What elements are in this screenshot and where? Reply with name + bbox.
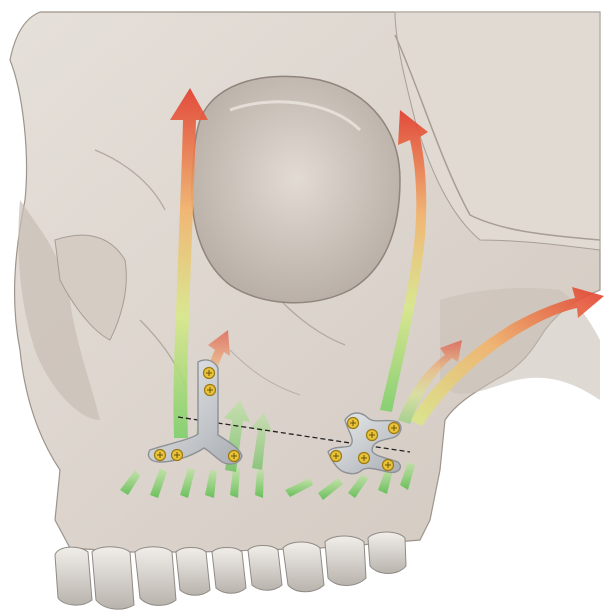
- orbit: [192, 76, 400, 302]
